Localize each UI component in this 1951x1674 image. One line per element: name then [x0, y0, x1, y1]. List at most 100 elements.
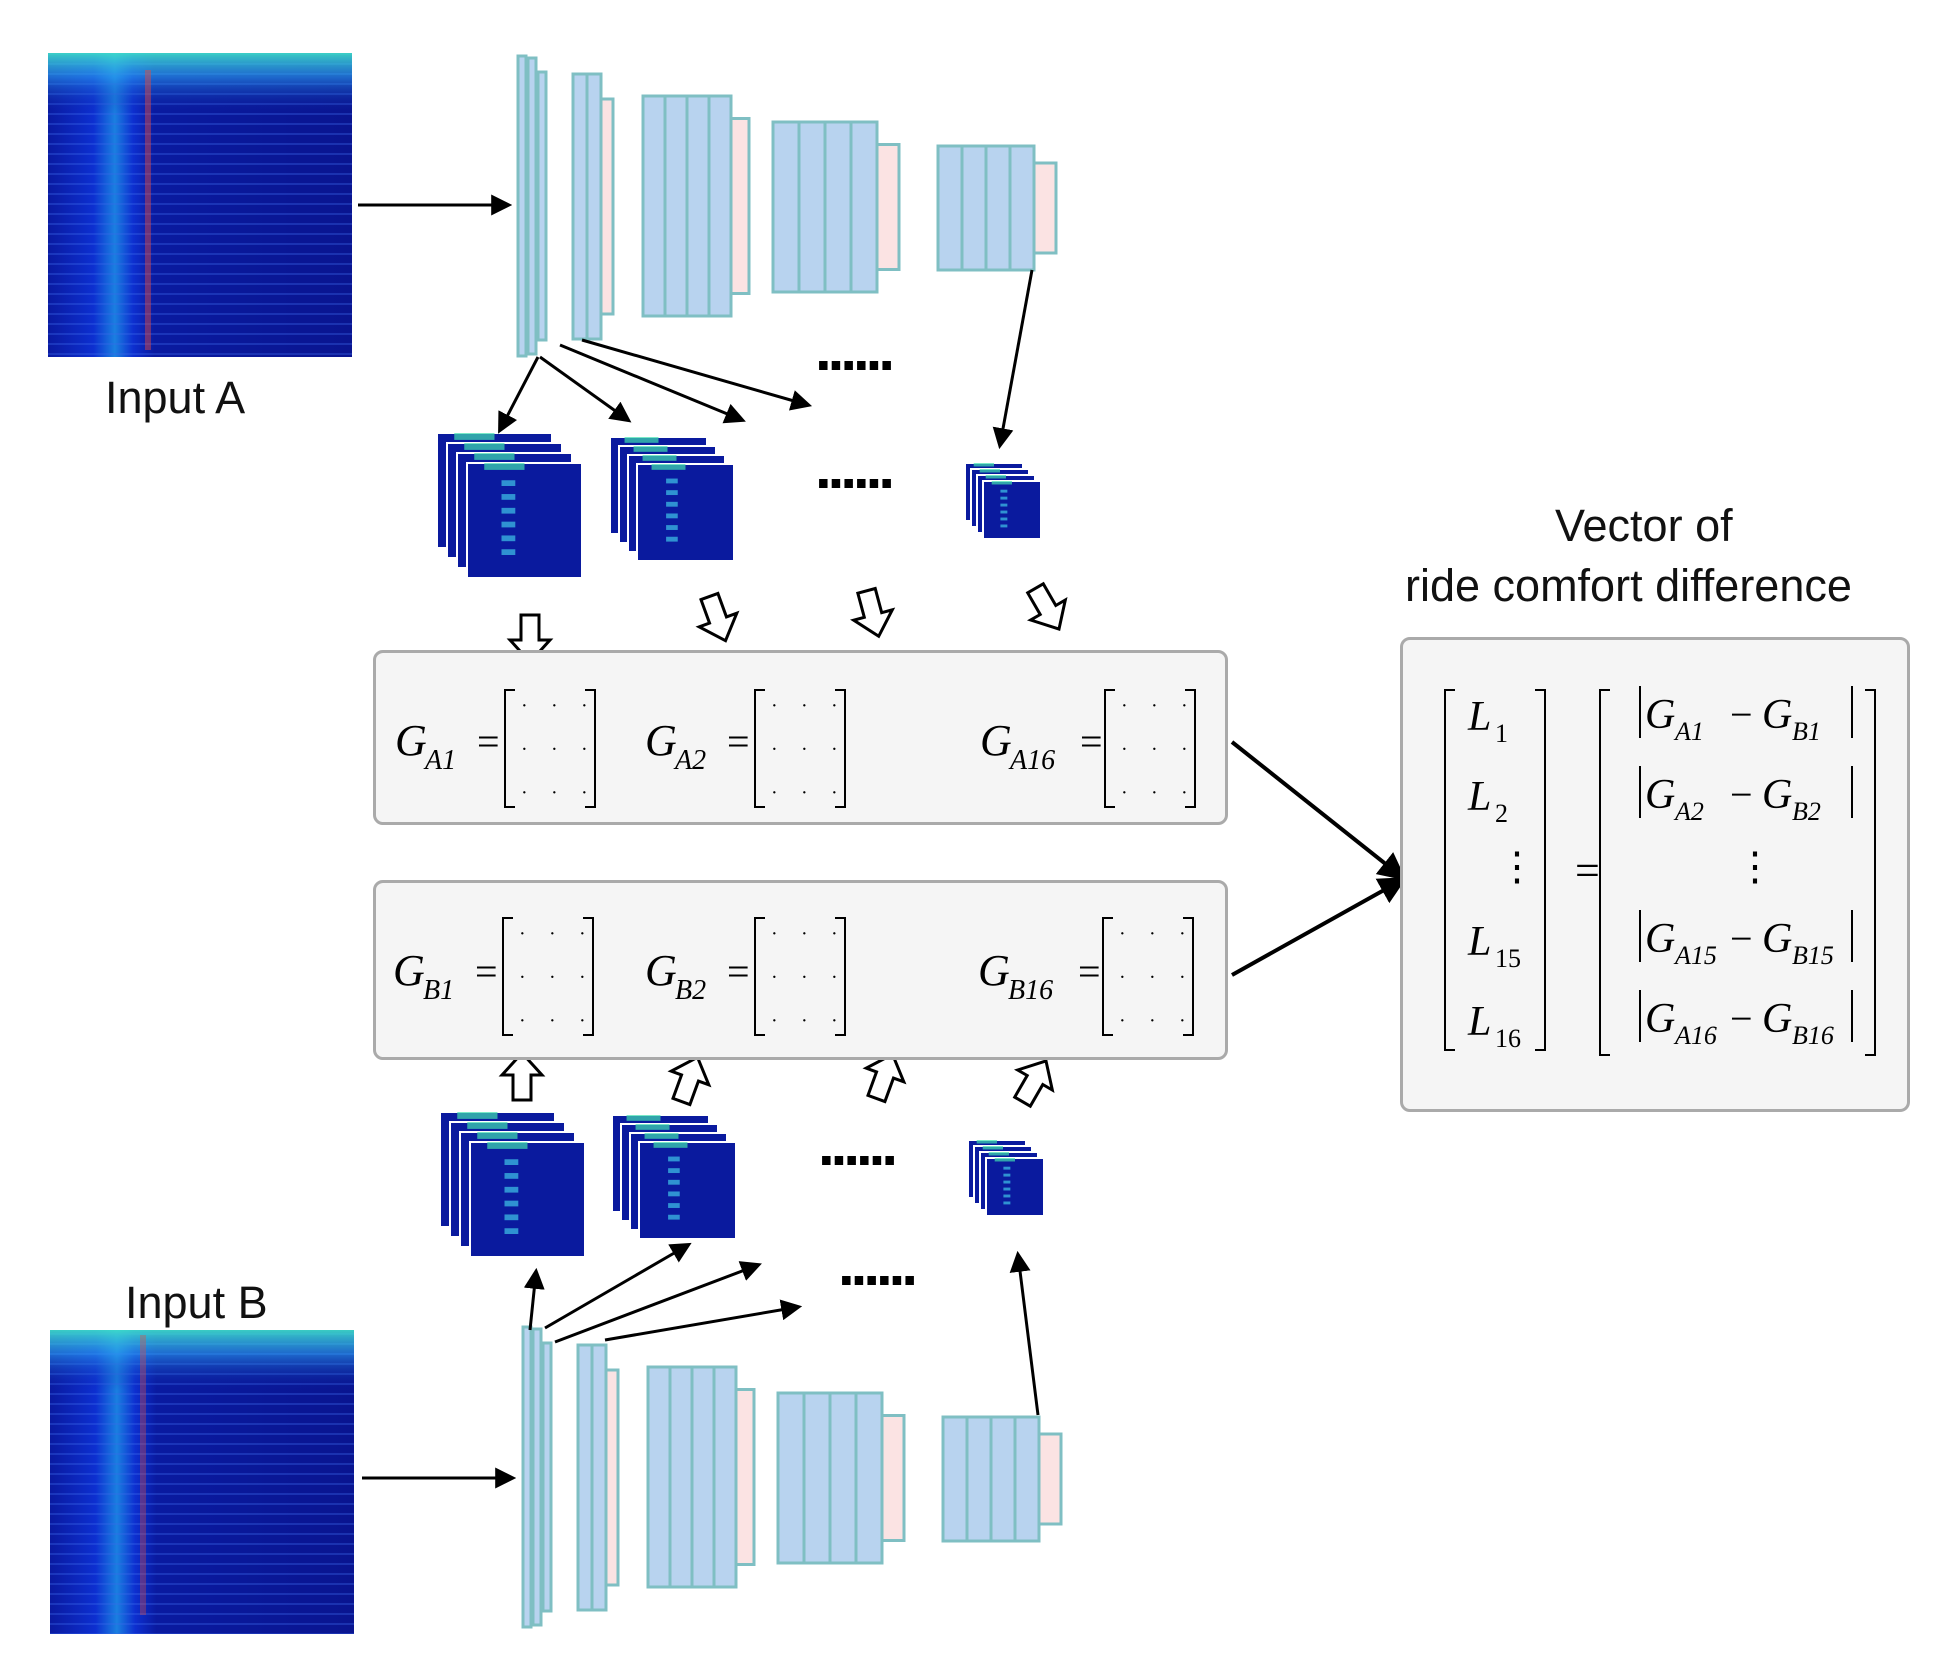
gram-subscript: B16	[1008, 975, 1053, 1006]
feature-highlight	[1000, 524, 1008, 528]
feature-highlight	[504, 1200, 519, 1207]
thin-layer	[541, 1341, 553, 1613]
feature-highlight	[666, 536, 678, 542]
input-a-label: Input A	[105, 372, 246, 423]
gram-symbol: G	[395, 716, 427, 765]
diff-symbol: G	[1645, 916, 1675, 962]
gram-symbol: G	[645, 716, 677, 765]
matrix-dot: ·	[1119, 1010, 1126, 1032]
loss-subscript: 2	[1495, 799, 1508, 828]
feature-highlight	[1003, 1180, 1011, 1184]
matrix-dot: ·	[549, 1010, 556, 1032]
feature-highlight	[504, 1214, 519, 1221]
matrix-dot: ·	[549, 923, 556, 945]
conv-layer	[989, 1415, 1017, 1543]
feature-map	[466, 462, 583, 579]
cnn-network-b	[521, 1325, 1063, 1629]
matrix-bracket	[504, 689, 515, 808]
matrix-bracket	[754, 917, 765, 1036]
diff-subscript: B16	[1792, 1021, 1834, 1050]
feature-highlight	[668, 1168, 680, 1174]
feature-highlight	[501, 535, 516, 542]
feature-highlight	[666, 501, 678, 507]
matrix-dot: ·	[1121, 739, 1128, 761]
thin-layer	[531, 1327, 543, 1627]
pool-layer	[1037, 1432, 1063, 1526]
feature-highlight	[644, 1133, 679, 1139]
matrix-dot: ·	[1181, 782, 1188, 804]
gram-box-b	[373, 880, 1228, 1060]
matrix-dot: ·	[831, 782, 838, 804]
conv-layer	[802, 1391, 832, 1565]
matrix-dot: ·	[801, 695, 808, 717]
feature-highlight	[668, 1191, 680, 1197]
diff-symbol: G	[1762, 996, 1792, 1042]
gram-symbol: G	[978, 946, 1010, 995]
loss-subscript: 1	[1495, 719, 1508, 748]
pool-layer	[599, 97, 615, 316]
hollow-arrow	[498, 1050, 546, 1102]
feature-highlight	[454, 433, 495, 440]
feature-highlight	[1000, 496, 1008, 500]
feature-highlight	[1003, 1201, 1011, 1205]
feature-highlight	[653, 1142, 688, 1148]
loss-symbol: L	[1467, 919, 1491, 965]
feature-map	[469, 1141, 586, 1258]
equals-sign: =	[475, 949, 498, 994]
vector-box	[1400, 637, 1910, 1112]
hollow-arrow	[1025, 581, 1068, 631]
matrix-dot: ·	[1149, 967, 1156, 989]
thin-layer	[521, 1325, 533, 1629]
matrix-dot: ·	[801, 739, 808, 761]
matrix-dot: ·	[801, 967, 808, 989]
feature-highlight	[504, 1159, 519, 1165]
arrows-net-b-to-features	[523, 1242, 1040, 1416]
loss-symbol: L	[1467, 694, 1491, 740]
conv-layer	[965, 1415, 993, 1543]
matrix-bracket	[1104, 689, 1115, 808]
conv-layer	[936, 144, 964, 272]
hollow-arrow	[1012, 1059, 1055, 1109]
diff-symbol: G	[1762, 916, 1792, 962]
feature-highlight	[501, 507, 516, 514]
feature-highlight	[487, 1142, 528, 1149]
feature-highlight	[501, 521, 516, 528]
loss-subscript: 15	[1495, 944, 1521, 973]
matrix-dot: ·	[551, 739, 558, 761]
thin-layer	[536, 70, 548, 342]
feature-highlight	[988, 1152, 1009, 1156]
matrix-dot: ·	[1179, 1010, 1186, 1032]
pool-layer	[875, 143, 901, 271]
vertical-ellipsis: ⋮	[1497, 844, 1537, 889]
matrix-dot: ·	[771, 923, 778, 945]
matrix-dot: ·	[519, 1010, 526, 1032]
feature-highlight	[982, 1146, 1003, 1150]
matrix-dot: ·	[771, 739, 778, 761]
matrix-dot: ·	[579, 967, 586, 989]
equals-sign: =	[1080, 719, 1103, 764]
pool-layer	[729, 117, 751, 295]
feature-highlight	[651, 464, 686, 470]
feature-highlight	[467, 1122, 508, 1129]
matrix-dot: ·	[519, 967, 526, 989]
input-a-spectrogram	[48, 53, 352, 357]
feature-highlight	[1000, 517, 1008, 521]
matrix-dot: ·	[1151, 739, 1158, 761]
pool-layer	[734, 1388, 756, 1566]
matrix-bracket	[754, 689, 765, 808]
arrows-net-a-to-features	[498, 269, 1034, 450]
diff-symbol: G	[1762, 772, 1792, 818]
gram-box-a	[373, 650, 1228, 825]
feature-highlight	[1000, 510, 1008, 514]
feature-maps-a	[436, 432, 1042, 579]
matrix-dot: ·	[551, 782, 558, 804]
diff-symbol: G	[1645, 692, 1675, 738]
feature-highlight	[642, 455, 677, 461]
arrow-a-to-vector	[1230, 740, 1407, 881]
matrix-bracket	[583, 917, 594, 1036]
ellipsis-features-a: ......	[815, 434, 891, 501]
feature-highlight	[666, 490, 678, 496]
